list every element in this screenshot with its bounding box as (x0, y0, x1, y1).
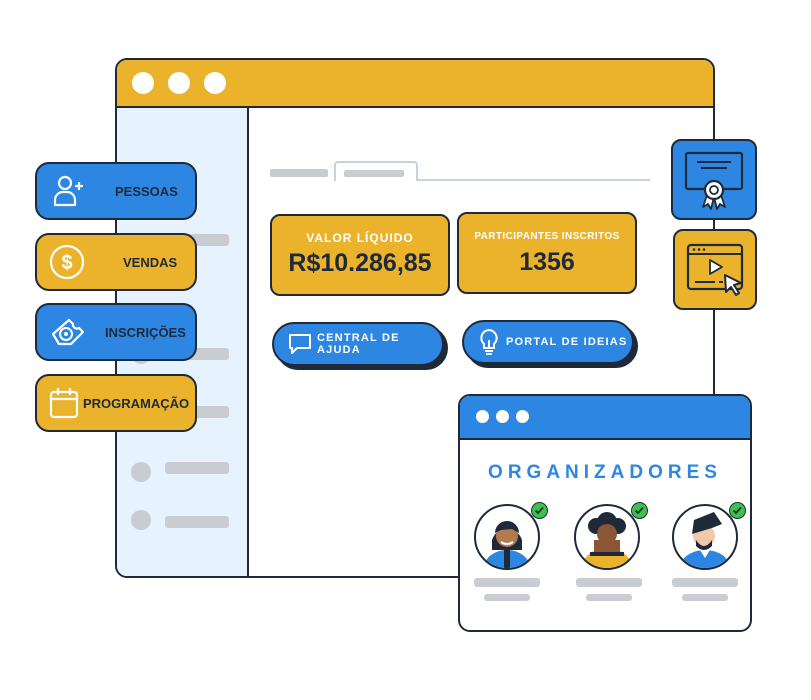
organizer-card[interactable] (672, 502, 746, 570)
window-dot[interactable] (168, 72, 190, 94)
menu-item-label: PESSOAS (115, 183, 178, 199)
main-window-titlebar (117, 60, 713, 108)
ideas-portal-label: PORTAL DE IDEIAS (506, 336, 628, 348)
menu-item-label: VENDAS (123, 254, 178, 270)
placeholder-line (484, 594, 530, 601)
window-dot[interactable] (476, 410, 489, 423)
avatar (672, 504, 738, 570)
menu-item-vendas[interactable]: $ VENDAS (35, 233, 197, 291)
placeholder-line (672, 578, 738, 587)
add-person-icon (53, 174, 85, 208)
window-dot[interactable] (132, 72, 154, 94)
svg-text:$: $ (61, 252, 72, 274)
menu-item-programacao[interactable]: PROGRAMAÇÃO (35, 374, 197, 432)
menu-item-label: INSCRIÇÕES (105, 324, 186, 340)
certificate-icon (683, 149, 745, 211)
verified-check-icon (729, 502, 746, 519)
placeholder-line (165, 516, 229, 528)
help-center-button[interactable]: CENTRAL DE AJUDA (272, 322, 444, 366)
net-value-amount: R$10.286,85 (288, 249, 432, 277)
tab-active-label (344, 170, 404, 177)
placeholder-line (576, 578, 642, 587)
menu-item-pessoas[interactable]: PESSOAS (35, 162, 197, 220)
placeholder-dot (131, 510, 151, 530)
lightbulb-icon (478, 328, 500, 356)
window-dot[interactable] (496, 410, 509, 423)
participants-count: 1356 (519, 248, 575, 276)
help-center-label: CENTRAL DE AJUDA (317, 332, 400, 356)
verified-check-icon (631, 502, 648, 519)
video-player-card[interactable] (673, 229, 757, 310)
placeholder-dot (131, 462, 151, 482)
participants-label: PARTICIPANTES INSCRITOS (474, 231, 620, 242)
placeholder-line (682, 594, 728, 601)
organizer-card[interactable] (474, 502, 548, 570)
placeholder-line (165, 462, 229, 474)
placeholder-line (586, 594, 632, 601)
organizers-window: ORGANIZADORES (458, 394, 752, 632)
dollar-coin-icon: $ (49, 244, 85, 280)
menu-item-label: PROGRAMAÇÃO (83, 395, 190, 411)
participants-card: PARTICIPANTES INSCRITOS 1356 (457, 212, 637, 294)
certificate-card[interactable] (671, 139, 757, 220)
tab-underline (418, 179, 650, 181)
organizers-titlebar (460, 396, 750, 440)
organizer-card[interactable] (574, 502, 648, 570)
window-dot[interactable] (516, 410, 529, 423)
calendar-icon (49, 387, 79, 419)
avatar (574, 504, 640, 570)
placeholder-line (474, 578, 540, 587)
video-player-icon (683, 239, 747, 301)
avatar (474, 504, 540, 570)
menu-item-inscricoes[interactable]: INSCRIÇÕES (35, 303, 197, 361)
net-value-card: VALOR LÍQUIDO R$10.286,85 (270, 214, 450, 296)
tab-inactive[interactable] (270, 169, 328, 177)
window-dot[interactable] (204, 72, 226, 94)
ticket-icon (49, 314, 89, 350)
net-value-label: VALOR LÍQUIDO (306, 231, 414, 245)
chat-bubble-icon (288, 333, 312, 355)
ideas-portal-button[interactable]: PORTAL DE IDEIAS (462, 320, 634, 364)
verified-check-icon (531, 502, 548, 519)
organizers-title: ORGANIZADORES (488, 462, 722, 483)
